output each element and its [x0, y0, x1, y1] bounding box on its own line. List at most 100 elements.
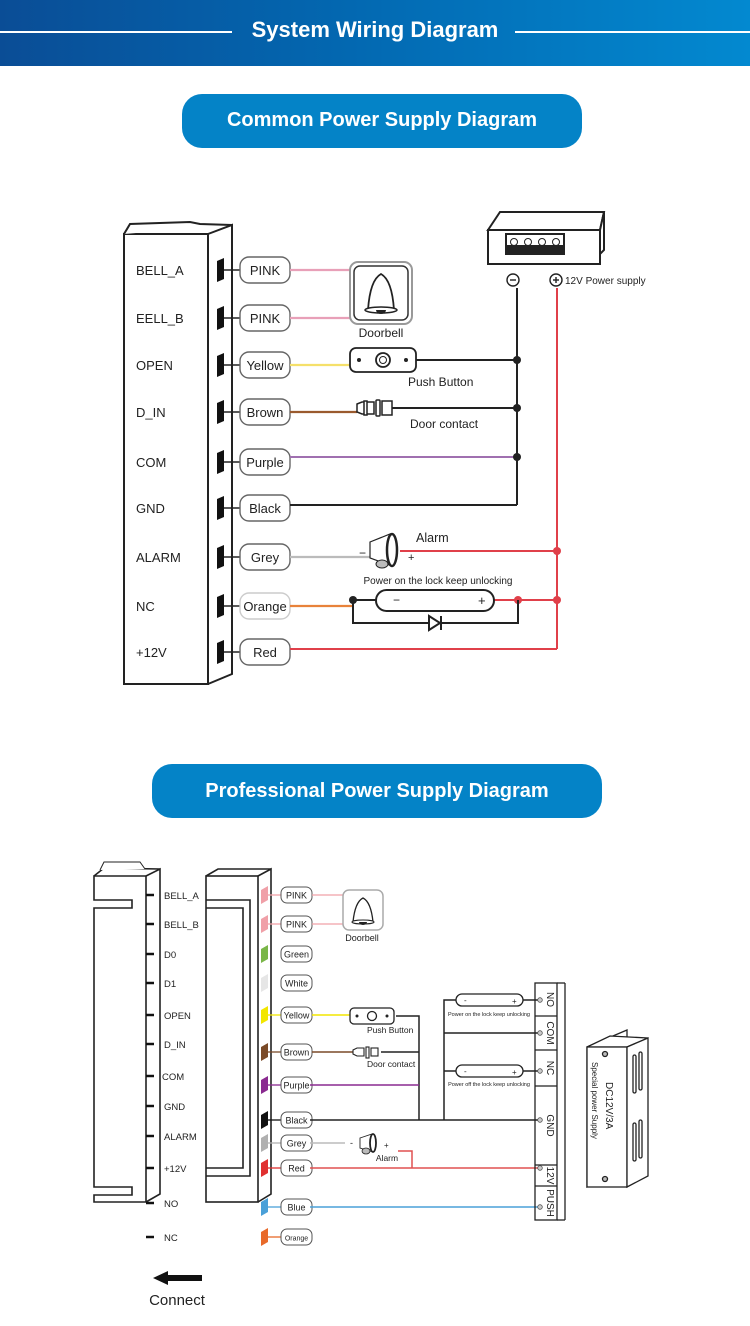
- wire-color-label: Grey: [251, 550, 280, 565]
- diode-icon: [349, 596, 519, 632]
- wire-tag: [280, 945, 313, 963]
- alarm-minus-pro: -: [350, 1138, 353, 1148]
- push-button-label-pro: Push Button: [367, 1025, 414, 1035]
- wire-tag: [280, 1228, 313, 1246]
- wire-color-label: Black: [285, 1116, 308, 1126]
- psu-description: Special power Supply: [590, 1062, 599, 1139]
- wire-row-white: White: [261, 974, 313, 992]
- reader-pin: +12V: [146, 1164, 187, 1175]
- terminal-label: OPEN: [136, 358, 173, 373]
- wire-terminal: [261, 1198, 268, 1216]
- reader-pin-label: +12V: [164, 1164, 187, 1175]
- reader-pin-label: NC: [164, 1233, 178, 1244]
- terminal-connector: [217, 400, 224, 424]
- wire-color-label: Red: [288, 1164, 305, 1174]
- terminal-label: ALARM: [136, 550, 181, 565]
- lock-plus-label: +: [478, 593, 486, 608]
- door-contact-icon-pro: [352, 1046, 379, 1059]
- terminal-connector: [217, 496, 224, 520]
- svg-text:+: +: [512, 997, 517, 1006]
- terminal-label: D_IN: [136, 405, 166, 420]
- connect-arrow-icon: [153, 1271, 202, 1285]
- lock-on-icon: - +: [455, 993, 524, 1007]
- reader-pin: ALARM: [146, 1132, 197, 1143]
- lock-note: Power on the lock keep unlocking: [364, 576, 513, 587]
- header-rule-left: [0, 31, 232, 33]
- reader-pin-label: COM: [162, 1072, 184, 1083]
- wire-color-label: White: [285, 979, 308, 989]
- controller-body-pro: [205, 867, 272, 1203]
- terminal-connector: [217, 306, 224, 330]
- screw-terminal: [537, 1030, 543, 1036]
- terminal-connector: [217, 353, 224, 377]
- screw-terminal: [537, 997, 543, 1003]
- block-terminal-label: 12V: [544, 1167, 555, 1185]
- header-rule-right: [515, 31, 750, 33]
- wire-tag: [280, 974, 313, 992]
- block-terminal-label: NC: [544, 1061, 555, 1075]
- wire-terminal: [261, 945, 268, 963]
- reader-pin: OPEN: [146, 1011, 191, 1022]
- wire-color-label: Purple: [246, 455, 284, 470]
- alarm-minus-label: −: [359, 546, 366, 560]
- wire-terminal: [261, 915, 268, 933]
- wire-color-label: PINK: [286, 891, 307, 901]
- reader-pin: GND: [146, 1102, 185, 1113]
- wire-color-label: Blue: [287, 1203, 305, 1213]
- reader-pin: NO: [146, 1199, 178, 1210]
- wire-terminal: [261, 1111, 268, 1129]
- block-terminal-com: COM: [535, 1015, 557, 1045]
- wire-color-label: Green: [284, 950, 309, 960]
- alarm-plus-pro: +: [384, 1141, 389, 1150]
- alarm-icon: [369, 532, 399, 569]
- terminal-connector: [217, 258, 224, 282]
- terminal-row-open: OPEN Yellow: [136, 351, 350, 379]
- screw-terminal: [537, 1165, 543, 1171]
- terminal-row-12v: +12V Red: [136, 638, 291, 666]
- block-terminal-gnd: GND: [535, 1085, 557, 1137]
- push-button-icon-pro: [349, 1007, 395, 1025]
- block-terminal-label: GND: [544, 1114, 555, 1136]
- wire-color-label: Red: [253, 645, 277, 660]
- wire-row-blue: Blue: [261, 1198, 313, 1216]
- wire-color-label: Yellow: [246, 358, 284, 373]
- wire-terminal: [261, 1134, 268, 1152]
- wire-row-black: Black: [261, 1111, 313, 1129]
- wire-terminal: [261, 1043, 268, 1061]
- wire-color-label: Grey: [287, 1139, 307, 1149]
- reader-pin-label: GND: [164, 1102, 185, 1113]
- reader-pin: D0: [146, 950, 176, 961]
- alarm-label-pro: Alarm: [376, 1153, 398, 1163]
- svg-text:+: +: [512, 1068, 517, 1077]
- wire-color-label: Brown: [247, 405, 284, 420]
- wire-color-label: PINK: [250, 263, 281, 278]
- reader-pin: COM: [146, 1072, 184, 1083]
- reader-pin: BELL_B: [146, 920, 199, 931]
- alarm-label: Alarm: [416, 531, 449, 545]
- reader-pin: BELL_A: [146, 891, 200, 902]
- terminal-connector: [217, 594, 224, 618]
- wire-row-red: Red: [261, 1159, 313, 1177]
- doorbell-label-pro: Doorbell: [345, 933, 379, 943]
- terminal-label: +12V: [136, 645, 167, 660]
- psu-plus-terminal: [549, 273, 563, 287]
- wire-row-grey: Grey: [261, 1134, 313, 1152]
- door-contact-label-pro: Door contact: [367, 1059, 416, 1069]
- page-header: System Wiring Diagram: [0, 0, 750, 66]
- reader-pin-label: D0: [164, 950, 176, 961]
- wire-tag: [239, 494, 291, 522]
- lock-off-note: Power off the lock keep unlocking: [448, 1082, 530, 1088]
- push-button-label: Push Button: [408, 375, 473, 389]
- screw-terminal: [537, 1068, 543, 1074]
- push-button-icon: [349, 347, 417, 373]
- wire-terminal: [261, 1228, 268, 1246]
- wire-row-yellow: Yellow: [261, 1006, 350, 1024]
- block-terminal-label: NO: [544, 992, 555, 1007]
- block-terminal-nc: NC: [535, 1049, 557, 1075]
- reader-pin-label: ALARM: [164, 1132, 197, 1143]
- terminal-row-alarm: ALARM Grey: [136, 543, 370, 571]
